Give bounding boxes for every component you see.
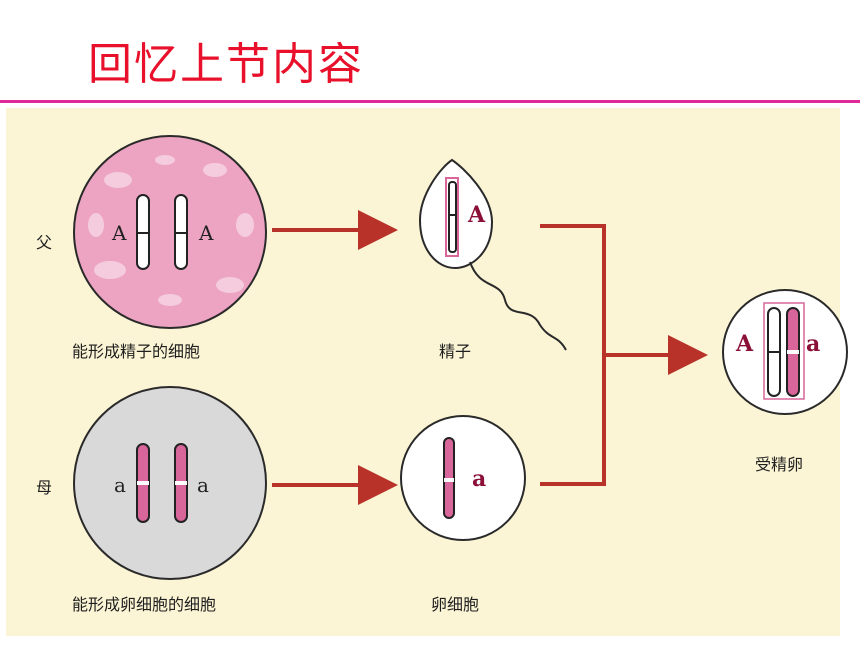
egg-cell: a <box>400 415 526 541</box>
sperm-tail <box>469 261 567 351</box>
mother-gene-right: a <box>197 473 209 497</box>
father-cell-caption: 能形成精子的细胞 <box>72 342 200 361</box>
mother-gene-left: a <box>114 473 126 497</box>
zygote-maternal-chromosome <box>786 307 800 397</box>
mother-label: 母 <box>36 478 52 497</box>
slide-title: 回忆上节内容 <box>88 39 364 90</box>
merge-connector <box>540 224 606 486</box>
sperm-gene: A <box>467 202 486 228</box>
zygote-paternal-chromosome <box>767 307 781 397</box>
mother-chromosome-right <box>174 443 188 523</box>
zygote-cell: A a <box>722 289 848 415</box>
father-gene-left: A <box>111 221 127 245</box>
title-divider <box>0 100 860 103</box>
father-chromosome-right <box>174 194 188 270</box>
egg-gene: a <box>472 466 486 492</box>
zygote-gene-left: A <box>735 331 754 357</box>
father-cell: A A <box>73 135 267 329</box>
sperm-cell: A <box>418 158 567 351</box>
zygote-caption: 受精卵 <box>755 455 803 474</box>
egg-caption: 卵细胞 <box>431 595 479 614</box>
father-chromosome-left <box>136 194 150 270</box>
father-gene-right: A <box>198 221 214 245</box>
father-label: 父 <box>36 233 52 252</box>
sperm-caption: 精子 <box>439 342 471 361</box>
zygote-gene-right: a <box>806 331 820 357</box>
mother-chromosome-left <box>136 443 150 523</box>
mother-cell: a a <box>73 386 267 580</box>
mother-cell-caption: 能形成卵细胞的细胞 <box>72 595 216 614</box>
